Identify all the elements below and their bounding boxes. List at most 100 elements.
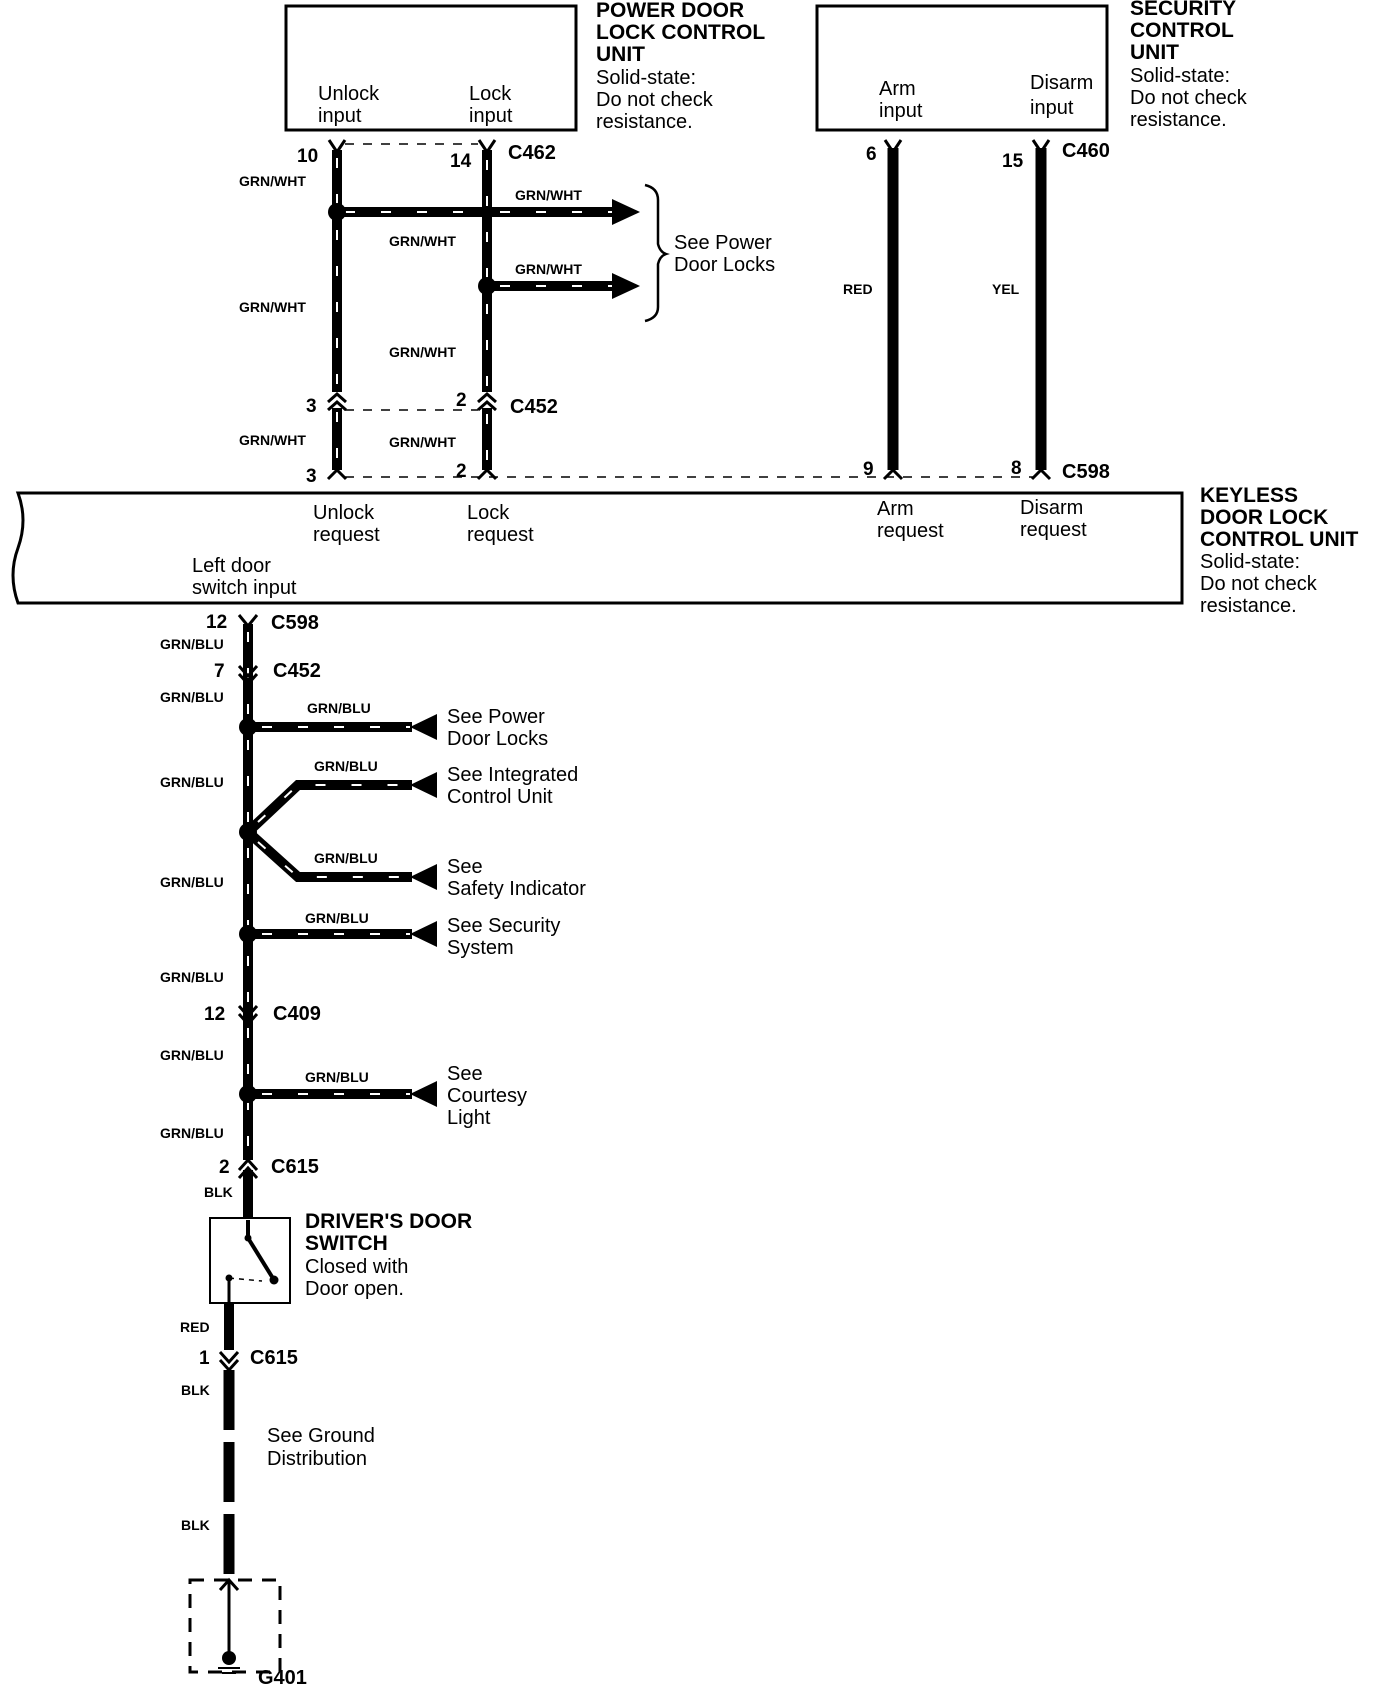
disarm-request-label-1: Disarm bbox=[1020, 497, 1083, 519]
unlock-input-label-2: input bbox=[318, 105, 362, 127]
connector-c452-lower: C452 bbox=[273, 660, 321, 682]
pdlcu-note-2: Do not check bbox=[596, 89, 714, 111]
pin-6: 6 bbox=[866, 144, 877, 165]
c615-pin2-glyph bbox=[237, 1157, 259, 1180]
wire-label-grn-blu-b5: GRN/BLU bbox=[305, 1069, 369, 1085]
pin-2-c598: 2 bbox=[456, 461, 467, 482]
scu-title-2: CONTROL bbox=[1130, 19, 1234, 42]
connector-c409: C409 bbox=[273, 1003, 321, 1025]
c409-pin12-glyph bbox=[237, 1004, 259, 1027]
unlock-input-label-1: Unlock bbox=[318, 83, 380, 105]
c615-pin1-glyph bbox=[218, 1350, 240, 1373]
drivers-door-switch-title-1: DRIVER'S DOOR bbox=[305, 1210, 472, 1233]
wire-label-grn-blu-6: GRN/BLU bbox=[160, 1047, 224, 1063]
kdlcu-note-3: resistance. bbox=[1200, 595, 1297, 617]
ref-power-door-locks-1: See Power bbox=[447, 706, 545, 728]
drivers-door-switch-note-2: Door open. bbox=[305, 1278, 404, 1300]
connector-c615-lower: C615 bbox=[250, 1347, 298, 1369]
kdlcu-note-1: Solid-state: bbox=[1200, 551, 1300, 573]
wire-label-blk-1: BLK bbox=[204, 1184, 233, 1200]
arrow-security-system bbox=[410, 921, 437, 947]
wire-label-grn-blu-2: GRN/BLU bbox=[160, 689, 224, 705]
pin-7: 7 bbox=[214, 661, 225, 682]
arm-input-label-2: input bbox=[879, 100, 923, 122]
pin-12-c409: 12 bbox=[204, 1004, 225, 1025]
arm-input-label-1: Arm bbox=[879, 78, 916, 100]
c598-pin12-glyph bbox=[237, 614, 259, 629]
pin-14: 14 bbox=[450, 151, 472, 172]
c452-pin2-glyph bbox=[477, 391, 497, 412]
drivers-door-switch-title-2: SWITCH bbox=[305, 1232, 388, 1255]
arrow-power-door-locks bbox=[410, 714, 437, 740]
lock-input-label-2: input bbox=[469, 105, 513, 127]
pin-12-c598: 12 bbox=[206, 612, 227, 633]
ref-security-system-1: See Security bbox=[447, 915, 560, 937]
ref-power-door-locks-upper-2: Door Locks bbox=[674, 254, 775, 276]
pdlcu-title-3: UNIT bbox=[596, 43, 645, 66]
wire-label-grn-blu-4: GRN/BLU bbox=[160, 874, 224, 890]
pin-1: 1 bbox=[199, 1348, 210, 1369]
pin-2-c452: 2 bbox=[456, 390, 467, 411]
ref-integrated-control-2: Control Unit bbox=[447, 786, 553, 808]
wire-label-red-arm: RED bbox=[843, 281, 873, 297]
pdlcu-note-1: Solid-state: bbox=[596, 67, 696, 89]
wire-label-grn-blu-b2: GRN/BLU bbox=[314, 758, 378, 774]
c460-pin6-glyph bbox=[883, 139, 903, 155]
c598-pin3-glyph bbox=[326, 467, 348, 481]
wire-label-blk-2: BLK bbox=[181, 1382, 210, 1398]
c452-pin7-glyph bbox=[237, 664, 259, 687]
drivers-door-switch-note-1: Closed with bbox=[305, 1256, 408, 1278]
connector-c615-upper: C615 bbox=[271, 1156, 319, 1178]
splice-security-system bbox=[239, 925, 257, 943]
ref-courtesy-light-1: See bbox=[447, 1063, 483, 1085]
scu-title-1: SECURITY bbox=[1130, 0, 1236, 20]
wire-label-grn-wht-1: GRN/WHT bbox=[239, 173, 306, 189]
ref-integrated-control-1: See Integrated bbox=[447, 764, 578, 786]
power-door-lock-control-unit-box bbox=[284, 4, 578, 132]
c598-pin2-glyph bbox=[476, 467, 498, 481]
ground-eyelet bbox=[222, 1651, 236, 1665]
pdl-arrow-1 bbox=[612, 199, 640, 225]
pin-15: 15 bbox=[1002, 151, 1024, 172]
scu-note-1: Solid-state: bbox=[1130, 65, 1230, 87]
wire-label-grn-blu-1: GRN/BLU bbox=[160, 636, 224, 652]
wire-label-grn-blu-b3: GRN/BLU bbox=[314, 850, 378, 866]
wire-label-grn-wht-8: GRN/WHT bbox=[389, 434, 456, 450]
arm-request-label-2: request bbox=[877, 520, 944, 542]
splice-dot-unlock bbox=[328, 203, 346, 221]
keyless-door-lock-control-unit-box bbox=[11, 491, 1184, 605]
wire-label-red-switch: RED bbox=[180, 1319, 210, 1335]
wire-label-grn-wht-6: GRN/WHT bbox=[389, 344, 456, 360]
wire-label-grn-wht-2: GRN/WHT bbox=[389, 233, 456, 249]
arm-request-label-1: Arm bbox=[877, 498, 914, 520]
connector-c452-upper: C452 bbox=[510, 396, 558, 418]
ref-safety-indicator-1: See bbox=[447, 856, 483, 878]
scu-note-3: resistance. bbox=[1130, 109, 1227, 131]
lock-input-label-1: Lock bbox=[469, 83, 512, 105]
connector-c598-upper: C598 bbox=[1062, 461, 1110, 483]
wire-label-grn-wht-5: GRN/WHT bbox=[239, 299, 306, 315]
pdlcu-title-1: POWER DOOR bbox=[596, 0, 744, 22]
scu-note-2: Do not check bbox=[1130, 87, 1248, 109]
switch-blade bbox=[246, 1236, 276, 1282]
pdlcu-note-3: resistance. bbox=[596, 111, 693, 133]
wire-label-grn-blu-b1: GRN/BLU bbox=[307, 700, 371, 716]
kdlcu-title-3: CONTROL UNIT bbox=[1200, 528, 1358, 551]
wire-label-grn-blu-3: GRN/BLU bbox=[160, 774, 224, 790]
wire-label-grn-blu-7: GRN/BLU bbox=[160, 1125, 224, 1141]
pin-2-c615: 2 bbox=[219, 1157, 230, 1178]
splice-integrated-safety bbox=[239, 823, 257, 841]
splice-power-door-locks bbox=[239, 718, 257, 736]
connector-c460: C460 bbox=[1062, 140, 1110, 162]
lock-request-label-2: request bbox=[467, 524, 534, 546]
connector-c598-lower: C598 bbox=[271, 612, 319, 634]
wire-label-yel-disarm: YEL bbox=[992, 281, 1020, 297]
ref-ground-distribution-1: See Ground bbox=[267, 1425, 375, 1447]
wire-label-grn-blu-b4: GRN/BLU bbox=[305, 910, 369, 926]
power-door-locks-brace bbox=[644, 183, 670, 323]
kdlcu-note-2: Do not check bbox=[1200, 573, 1318, 595]
wire-label-blk-3: BLK bbox=[181, 1517, 210, 1533]
ref-courtesy-light-3: Light bbox=[447, 1107, 491, 1129]
wire-label-grn-wht-7: GRN/WHT bbox=[239, 432, 306, 448]
